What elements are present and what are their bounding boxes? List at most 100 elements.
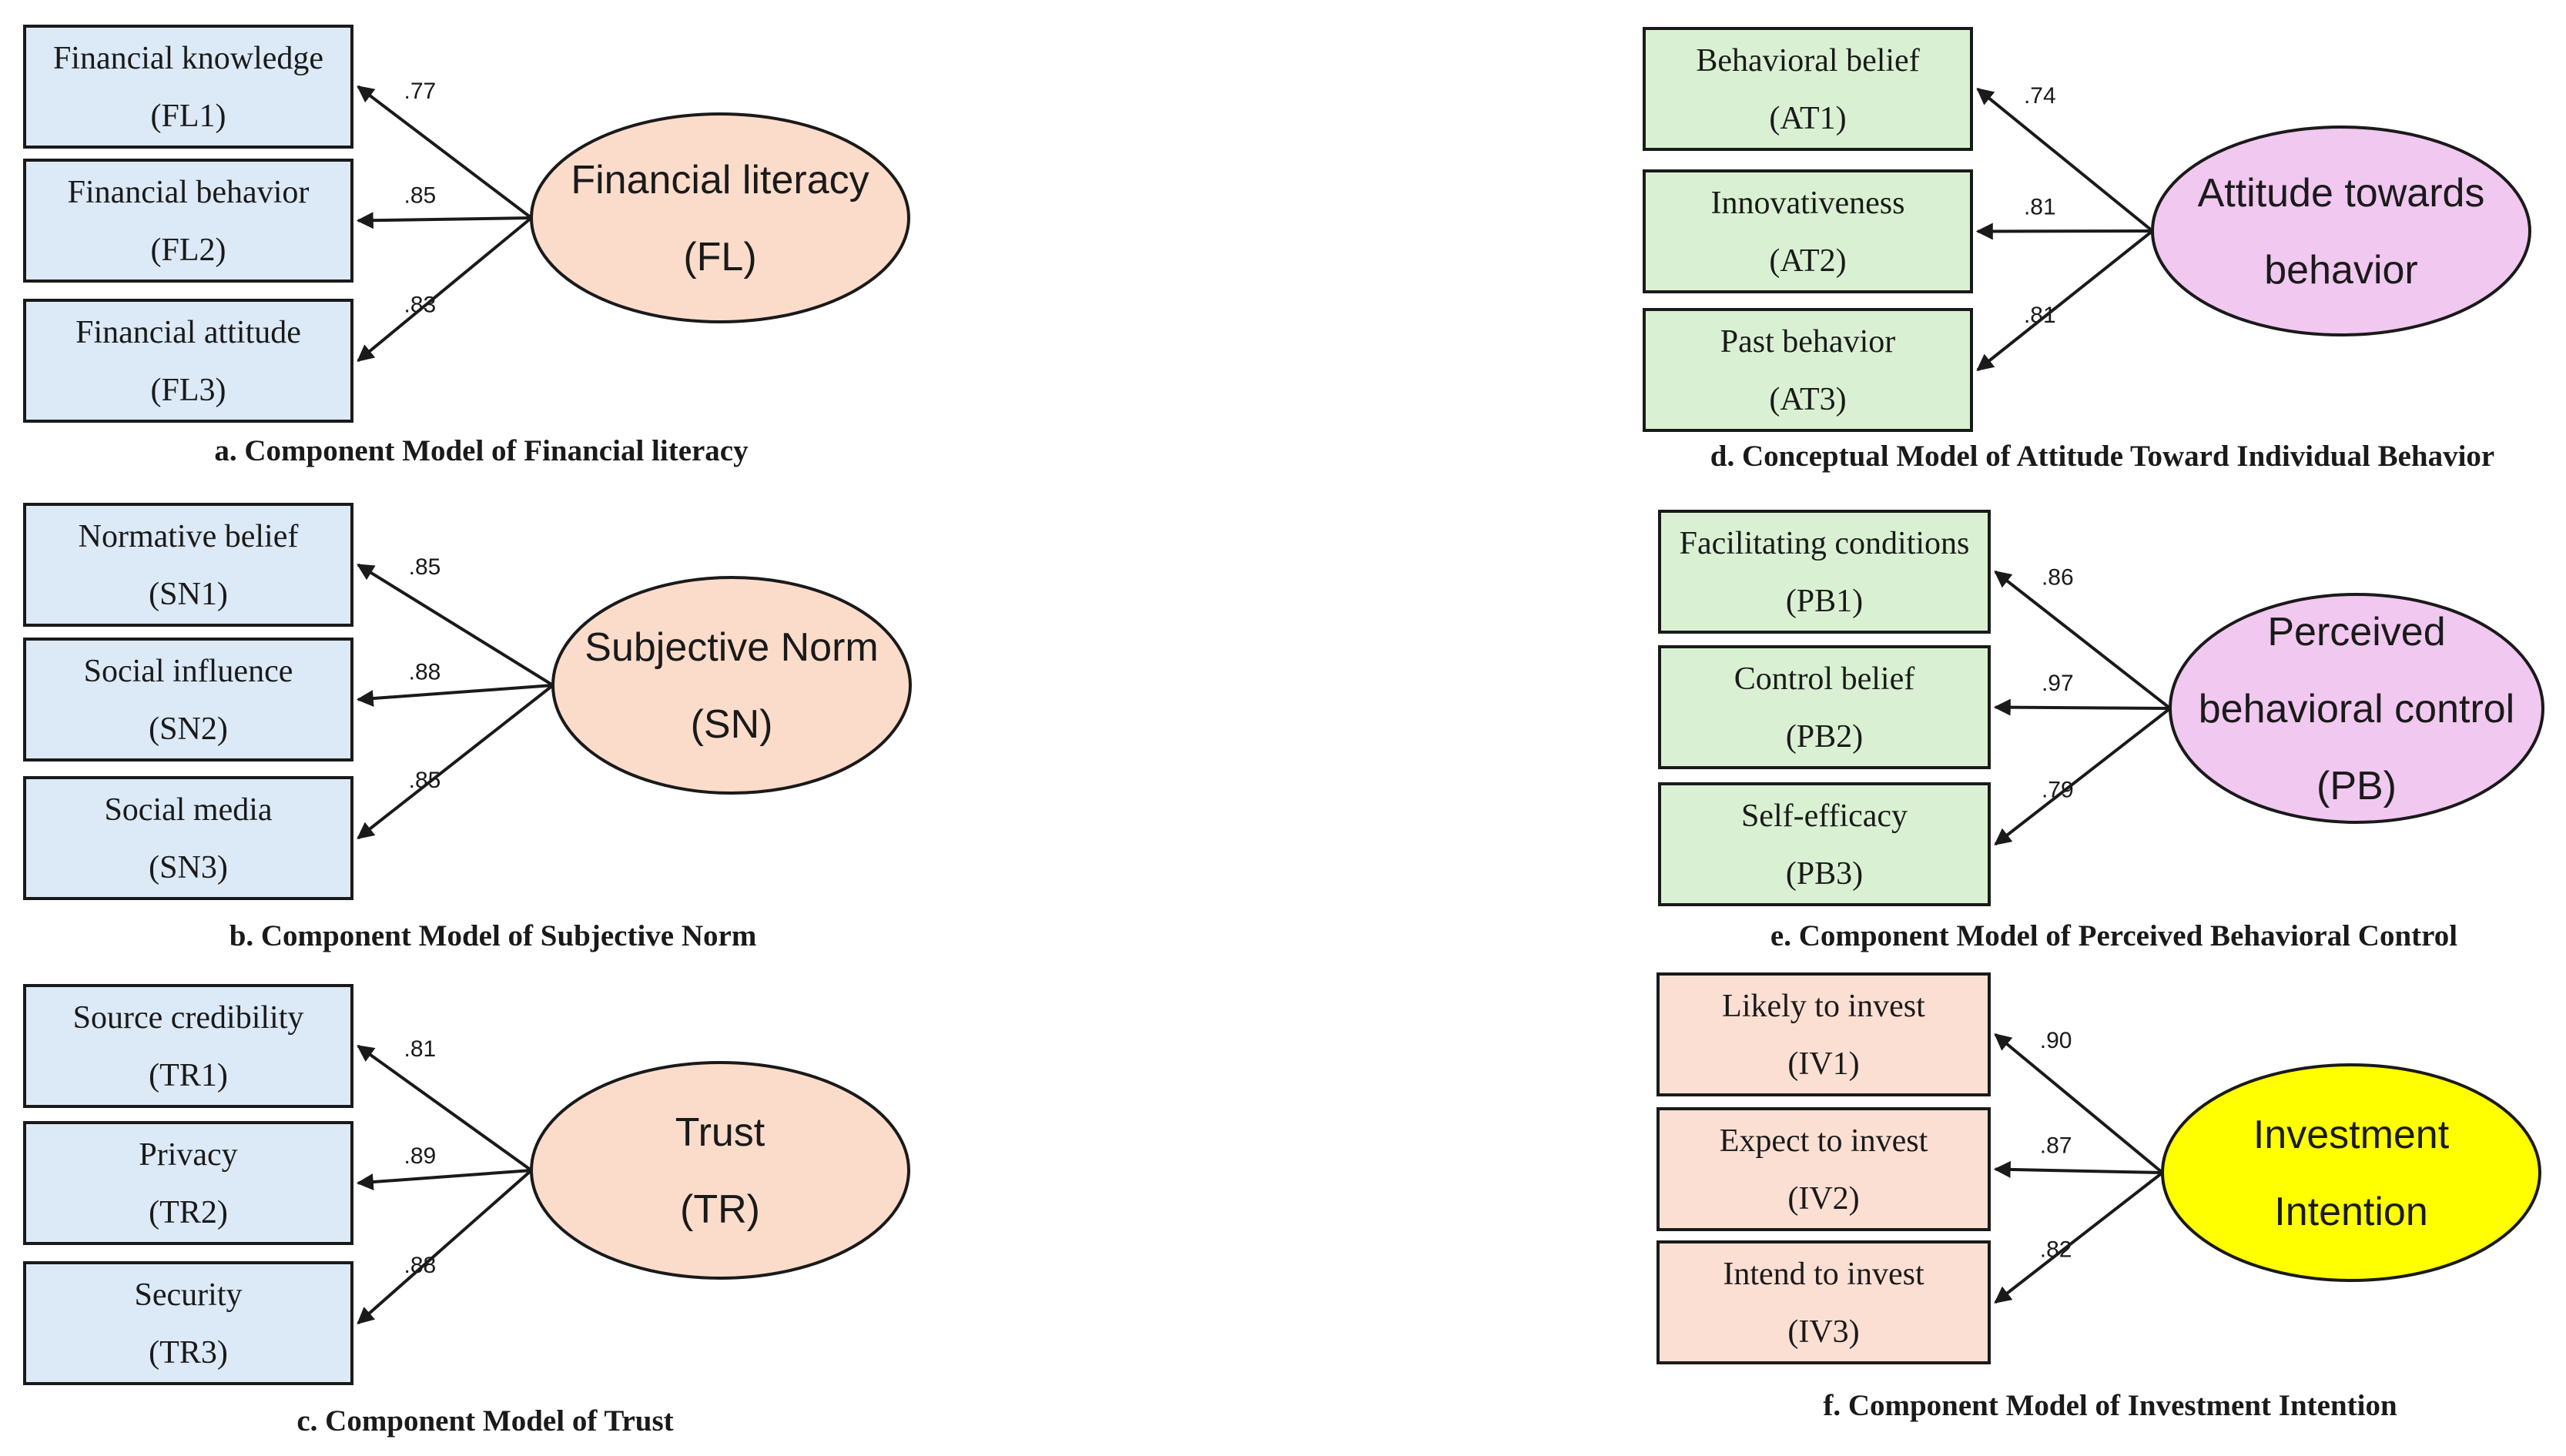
latent-variable-label: (PB) [2316,764,2397,808]
loading-coefficient: .86 [2042,565,2074,591]
loading-coefficient: .81 [404,1036,437,1062]
indicator-box [1658,782,1991,906]
latent-variable-ellipse [2161,1063,2541,1282]
loading-arrow [357,216,533,363]
indicator-code: (AT2) [1769,243,1846,279]
loading-arrow [357,684,554,840]
indicator-name: Privacy [139,1137,237,1173]
latent-variable-label: behavioral control [2199,687,2514,731]
latent-variable-ellipse [2169,593,2544,824]
model-caption: f. Component Model of Investment Intenti… [1823,1389,2397,1422]
loading-coefficient: .81 [2024,194,2056,219]
loading-coefficient: .89 [404,1143,437,1169]
indicator-box [23,984,353,1108]
latent-variable-label: Intention [2274,1190,2428,1234]
latent-variable-label: Financial literacy [571,158,869,203]
indicator-name: Social media [104,792,272,828]
indicator-name: Financial attitude [75,315,301,350]
loading-coefficient: .88 [404,1253,437,1278]
indicator-box [23,776,353,900]
loading-arrow [357,1044,533,1172]
loading-coefficient: .81 [2024,303,2056,328]
indicator-box [1657,972,1991,1096]
indicator-code: (TR1) [149,1058,228,1093]
loading-arrow [1994,1171,2164,1304]
loading-arrow [1976,87,2154,233]
indicator-code: (SN1) [149,577,228,612]
loading-coefficient: .74 [2024,83,2056,109]
loading-coefficient: .79 [2042,778,2074,803]
indicator-code: (SN3) [149,850,228,885]
indicator-box [23,25,353,149]
indicator-name: Security [135,1277,243,1313]
indicator-name: Past behavior [1720,324,1895,360]
loading-arrow [1993,1160,2163,1178]
loading-coefficient: .90 [2040,1028,2072,1053]
loading-arrow [1993,698,2171,716]
indicator-name: Facilitating conditions [1680,526,1970,561]
loading-arrow [1994,1033,2164,1174]
model-caption: d. Conceptual Model of Attitude Toward I… [1710,440,2495,473]
indicator-name: Self-efficacy [1741,798,1908,834]
latent-variable-label: (FL) [683,235,756,279]
loading-arrow [1994,707,2172,846]
indicator-box [1658,510,1991,634]
latent-variable-label: behavior [2264,248,2417,293]
indicator-name: Intend to invest [1723,1257,1924,1292]
indicator-box [1643,308,1973,432]
indicator-name: Control belief [1734,661,1914,697]
loading-coefficient: .85 [404,183,437,209]
indicator-box [1643,169,1973,293]
loading-coefficient: .83 [404,293,437,318]
indicator-code: (IV1) [1787,1046,1859,1082]
indicator-name: Normative belief [79,519,299,554]
indicator-code: (PB2) [1786,719,1863,755]
loading-arrow [356,684,554,708]
indicator-box [23,503,353,627]
indicator-code: (AT3) [1769,382,1846,417]
indicator-code: (AT1) [1769,101,1846,136]
indicator-box [23,638,353,761]
indicator-box [23,299,353,423]
indicator-box [1643,27,1973,151]
loading-coefficient: .85 [409,554,441,580]
indicator-code: (IV2) [1787,1181,1859,1217]
indicator-name: Innovativeness [1711,186,1905,221]
loading-arrow [1975,223,2153,240]
latent-variable-label: Investment [2253,1113,2450,1157]
indicator-name: Source credibility [73,1000,304,1036]
latent-variable-label: Subjective Norm [585,625,878,670]
latent-variable-ellipse [2151,126,2531,336]
loading-arrow [357,563,554,687]
indicator-name: Financial behavior [68,175,310,210]
loading-arrow [1994,570,2172,710]
latent-variable-ellipse [530,112,910,323]
loading-arrow [357,85,533,219]
indicator-box [23,1121,353,1245]
latent-variable-label: Attitude towards [2198,171,2485,216]
loading-coefficient: .82 [2040,1237,2072,1262]
loading-arrow [356,1169,532,1191]
model-caption: c. Component Model of Trust [296,1404,673,1438]
indicator-box [1657,1107,1991,1231]
loading-coefficient: .87 [2040,1133,2072,1158]
indicator-code: (FL1) [151,99,226,134]
loading-arrow [1976,229,2154,372]
latent-variable-label: Trust [675,1110,765,1155]
indicator-code: (TR2) [149,1195,228,1230]
loading-coefficient: .77 [404,79,437,104]
indicator-box [23,1261,353,1385]
indicator-code: (FL3) [151,373,226,408]
indicator-box [1658,645,1991,769]
indicator-code: (TR3) [149,1335,228,1371]
latent-variable-label: Perceived [2267,610,2445,654]
loading-coefficient: .85 [409,768,441,793]
indicator-code: (IV3) [1787,1314,1859,1350]
indicator-name: Financial knowledge [53,41,323,76]
latent-variable-ellipse [530,1061,910,1280]
